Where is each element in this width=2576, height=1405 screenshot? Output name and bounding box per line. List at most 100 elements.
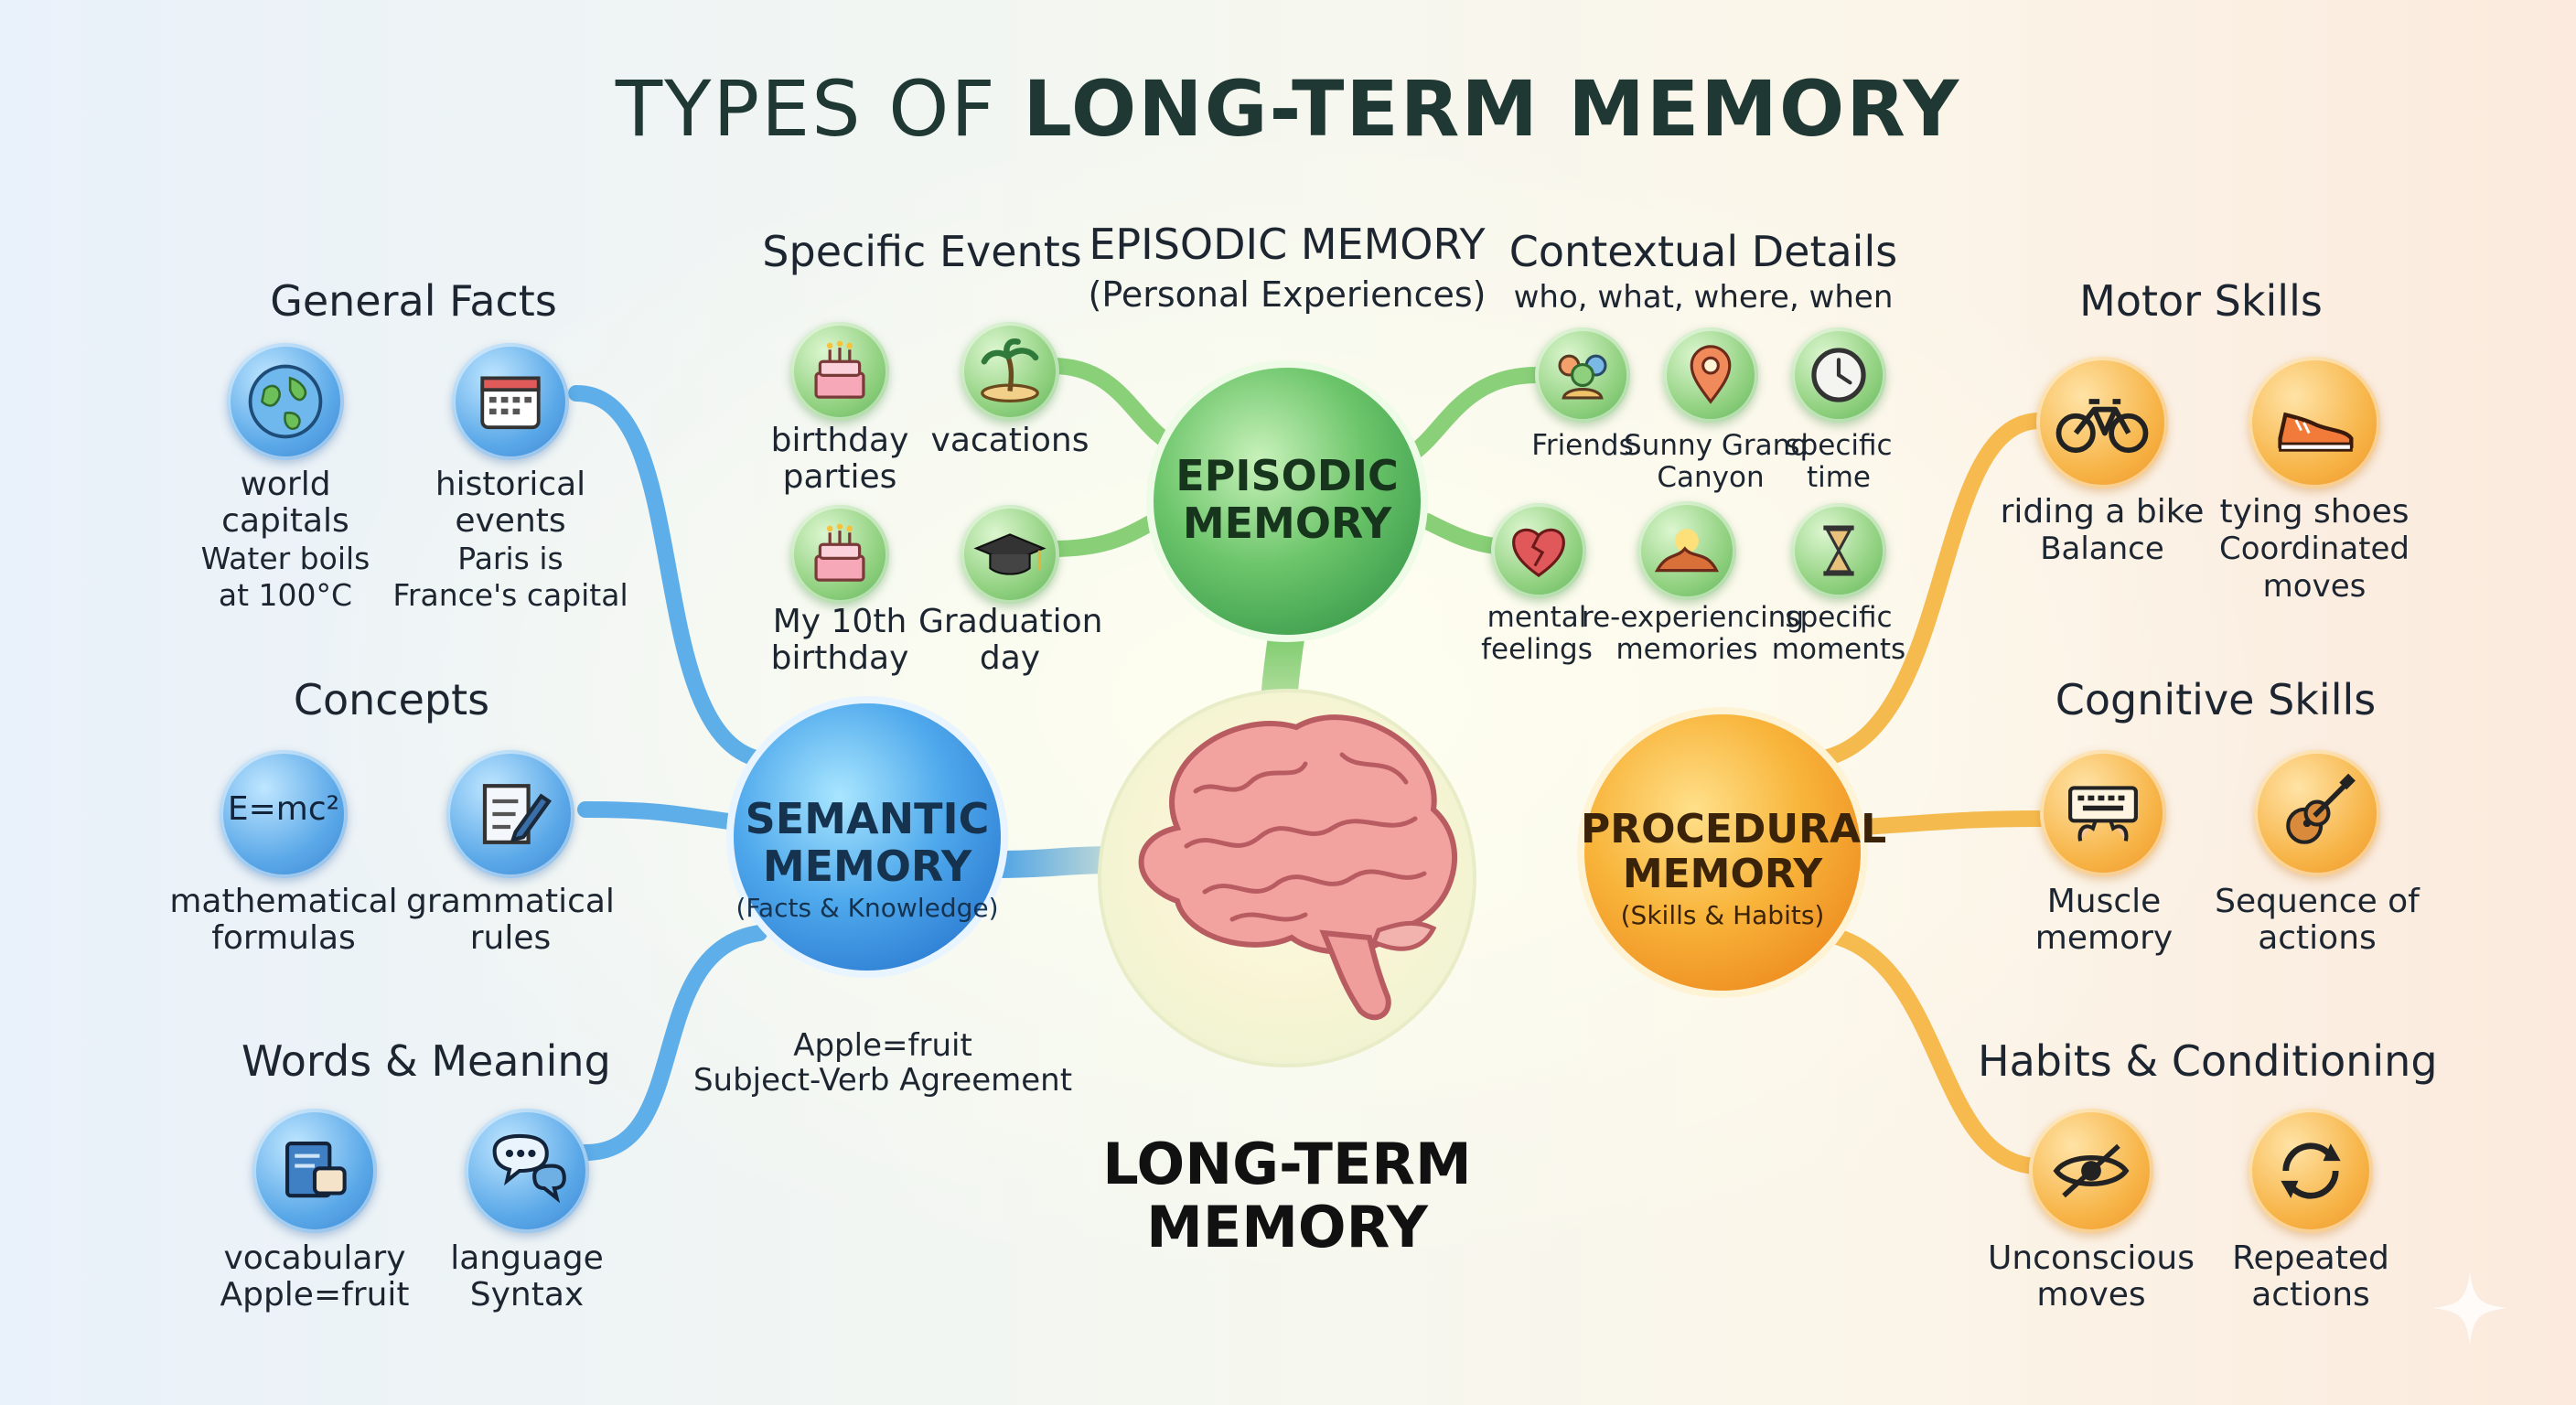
center-label-line2: MEMORY [1146,1194,1428,1261]
center-label: LONG-TERM MEMORY [1058,1132,1516,1260]
brain-icon [1138,714,1457,1021]
label-line: moves [2036,1276,2146,1314]
episodic-heading-subtitle: (Personal Experiences) [1088,273,1487,315]
formula-icon-text: E=mc² [227,790,340,828]
label-line: tying shoes [2219,493,2410,531]
label-line: grammatical [406,883,615,920]
procedural-hub-subtitle: (Skills & Habits) [1620,899,1825,930]
label-line: France's capital [392,576,628,613]
label-line: Sequence of [2215,883,2420,920]
connector-friends [1405,367,1545,461]
clock-icon [1791,327,1886,423]
label-line: rules [469,919,552,958]
label-line: Syntax [469,1276,585,1314]
map-pin-icon [1663,327,1758,423]
label-line: formulas [211,919,356,958]
procedural-hub-label: PROCEDURAL MEMORY (Skills & Habits) [1581,807,1886,930]
label-line: events [455,502,566,541]
cognitive-skills-heading: Cognitive Skills [2055,675,2377,724]
people-icon [1535,327,1630,423]
calendar-icon [452,343,569,460]
specific-events-heading: Specific Events [762,227,1082,276]
label-line: Paris is [457,540,564,576]
label-line: at 100°C [218,576,353,613]
connector-cognitive-skills [1840,810,2048,836]
book-icon [252,1109,377,1233]
label-line: Muscle [2046,883,2162,920]
label-line: actions [2251,1276,2370,1314]
broken-heart-icon [1491,503,1586,598]
label-line: memory [2034,919,2174,958]
page-title: TYPES OF LONG-TERM MEMORY [0,64,2576,154]
friends-label: Friends [1531,429,1634,462]
label-line: Sunny Grand [1624,429,1809,462]
pencil-paper-icon [446,750,574,878]
title-bold: LONG-TERM MEMORY [1023,64,1961,154]
semantic-hub-label: SEMANTIC MEMORY (Facts & Knowledge) [730,794,1004,922]
label-line: Unconscious [1988,1239,2195,1277]
speech-bubbles-icon [465,1109,589,1233]
palm-island-icon [961,322,1059,421]
semantic-hub-line1: SEMANTIC [745,794,990,843]
label-line: Water boils [200,540,370,576]
connector-words-meaning [577,925,767,1161]
label-line: specific [1785,601,1893,634]
label-line: Apple=fruit [793,1027,972,1064]
habits-conditioning-heading: Habits & Conditioning [1978,1036,2438,1086]
center-label-line1: LONG-TERM [1102,1131,1472,1197]
title-prefix: TYPES OF [615,64,1024,154]
episodic-heading: EPISODIC MEMORY (Personal Experiences) [1058,220,1516,316]
contextual-details-heading: Contextual Details [1508,227,1898,276]
repeat-arrows-icon [2249,1109,2373,1233]
label-line: mental [1487,601,1587,634]
label-line: re-experiencing [1582,601,1805,634]
label-line: riding a bike [2000,493,2205,531]
sneaker-icon [2249,357,2380,488]
label-line: birthday [770,422,909,459]
label-line: specific [1785,429,1893,462]
episodic-hub-circle [1146,360,1428,642]
connector-motor-skills [1812,413,2048,767]
label-line: language [450,1239,604,1277]
label-line: moves [2262,567,2367,605]
connector-concepts [577,801,749,831]
label-line: Repeated [2232,1239,2389,1277]
connector-center-semantic [983,846,1130,878]
episodic-hub-line2: MEMORY [1182,498,1392,548]
contextual-details-subheading: who, what, where, when [1513,279,1894,316]
procedural-hub-line1: PROCEDURAL [1581,806,1887,853]
label-line: capitals [221,502,349,541]
guitar-icon [2254,750,2380,876]
label-line: vocabulary [223,1239,406,1277]
label-line: time [1806,460,1872,494]
motor-skills-heading: Motor Skills [2079,276,2323,326]
label-line: mathematical [169,883,398,920]
connector-habits [1812,925,2048,1174]
label-line: memories [1615,632,1758,666]
hourglass-icon [1791,503,1886,598]
bicycle-icon [2036,357,2168,488]
formula-icon: E=mc² [220,750,348,878]
canyon-sunset-icon [1637,501,1736,600]
label-line: My 10th [772,603,907,640]
words-meaning-heading: Words & Meaning [242,1036,611,1086]
concepts-heading: Concepts [293,675,490,724]
label-line: Graduation [918,603,1103,640]
